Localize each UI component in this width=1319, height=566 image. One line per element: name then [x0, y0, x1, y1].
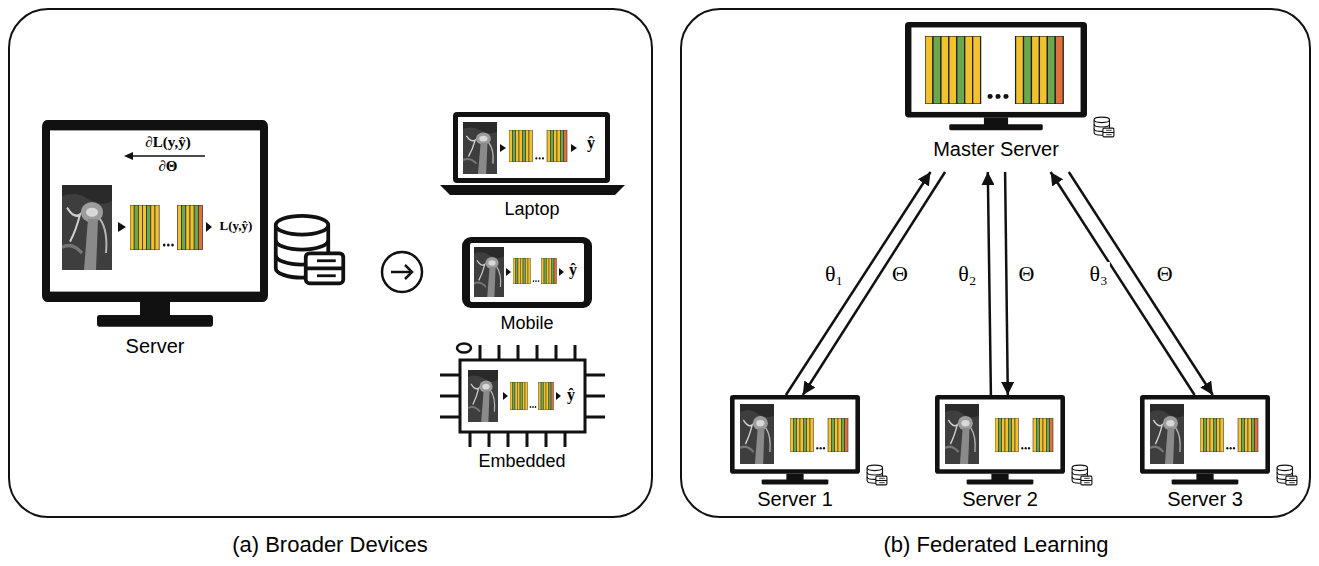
transfer-arrow-part [405, 265, 412, 279]
client-monitor-part [995, 418, 1053, 452]
laptop-icon-part [458, 117, 605, 178]
panel: (b) Federated LearningMaster ServerServe… [680, 8, 1311, 518]
node-label: Embedded [478, 451, 565, 472]
embedded-chip-part [440, 345, 605, 447]
parameter-arrow [1051, 172, 1195, 395]
server-monitor-part [206, 222, 212, 232]
server-node: Server 1 [730, 395, 860, 513]
parameter-arrow [1069, 172, 1213, 395]
client-monitor [1140, 395, 1270, 484]
server-monitor-part [42, 120, 268, 327]
edge-label: Θ [890, 261, 910, 285]
embedded-chip-part [468, 370, 498, 422]
mobile-icon-part [506, 268, 511, 276]
edge-label: θ₂ [956, 261, 978, 285]
node-label: (a) Broader Devices [232, 532, 428, 557]
transfer-arrow-part [382, 252, 422, 292]
client-monitor-part [740, 404, 774, 464]
edge-label: θ₃ [1087, 261, 1109, 285]
client-monitor-part [935, 395, 1065, 484]
database-icon [1277, 465, 1297, 485]
edge-label: θ₁ [823, 261, 845, 285]
database-icon [867, 465, 887, 485]
formula-text: ŷ [587, 134, 595, 152]
client-monitor-part [1150, 404, 1184, 464]
parameter-arrow [803, 172, 945, 395]
client-monitor [730, 395, 860, 484]
mobile-icon-part [513, 258, 557, 284]
node-label: Server 1 [757, 488, 833, 511]
server-node: Server 2 [935, 395, 1065, 513]
formula-text: ∂Θ [158, 158, 177, 175]
server-monitor-part [130, 205, 203, 250]
master-monitor-part [925, 36, 1063, 104]
client-monitor-part [730, 395, 860, 484]
embedded-chip-part [556, 392, 561, 400]
laptop-icon [440, 112, 625, 195]
node-label: Master Server [933, 138, 1059, 161]
mobile-icon [462, 237, 592, 308]
embedded-node: ŷEmbedded [440, 345, 605, 475]
laptop-icon-part [463, 122, 497, 174]
server-monitor-part [118, 222, 126, 232]
edge-label: Θ [1016, 261, 1036, 285]
laptop-icon-part [571, 144, 577, 152]
embedded-chip-part [460, 360, 585, 432]
laptop-icon-part [453, 112, 610, 183]
database-icon [276, 216, 344, 284]
laptop-icon-part [500, 144, 506, 152]
edge-label: Θ [1155, 261, 1175, 285]
laptop-icon-part [440, 185, 625, 195]
mobile-node: ŷMobile [462, 237, 592, 335]
database-icon [1072, 465, 1092, 485]
client-monitor-part [1200, 418, 1258, 452]
transfer-arrow-part [391, 271, 412, 274]
node-label: Mobile [500, 313, 553, 334]
server-monitor [42, 120, 268, 327]
embedded-chip [440, 344, 605, 448]
node-label: Laptop [504, 199, 559, 220]
node-label: Server 2 [962, 488, 1038, 511]
laptop-node: ŷLaptop [440, 112, 625, 224]
laptop-icon-part [509, 130, 567, 162]
client-monitor [935, 395, 1065, 484]
parameter-arrow [988, 172, 991, 395]
formula-text: ŷ [567, 386, 575, 404]
server-node: Server 3 [1140, 395, 1270, 513]
master-server-node: Master Server [905, 22, 1087, 172]
server-monitor-part [62, 185, 112, 270]
client-monitor-part [1140, 395, 1270, 484]
transfer-arrow [382, 252, 422, 292]
embedded-chip-part [457, 344, 471, 353]
mobile-icon-part [462, 237, 592, 308]
master-monitor-part [905, 22, 1087, 130]
node-label: Server [126, 335, 185, 358]
parameter-arrow [786, 172, 931, 395]
formula-text: ∂L(y,ŷ) [145, 134, 190, 151]
formula-text: L(y,ŷ) [220, 219, 253, 234]
master-monitor [905, 22, 1087, 130]
client-monitor-part [790, 418, 848, 452]
node-label: Server 3 [1167, 488, 1243, 511]
panel: (a) Broader Devices∂L(y,ŷ)∂ΘL(y,ŷ)Server… [8, 8, 653, 518]
parameter-arrow [1005, 172, 1008, 395]
node-label: (b) Federated Learning [883, 532, 1108, 557]
server-node: ∂L(y,ŷ) ∂Θ L(y,ŷ) Server [42, 120, 268, 362]
server-monitor-part [124, 152, 133, 160]
mobile-icon-part [474, 247, 504, 297]
mobile-icon-part [470, 243, 584, 302]
embedded-chip-part [510, 382, 554, 410]
server-monitor-part [132, 155, 205, 157]
client-monitor-part [945, 404, 979, 464]
database-icon [1094, 117, 1114, 137]
embedded-chip-part [503, 392, 508, 400]
formula-text: ŷ [569, 261, 577, 279]
mobile-icon-part [559, 268, 564, 276]
